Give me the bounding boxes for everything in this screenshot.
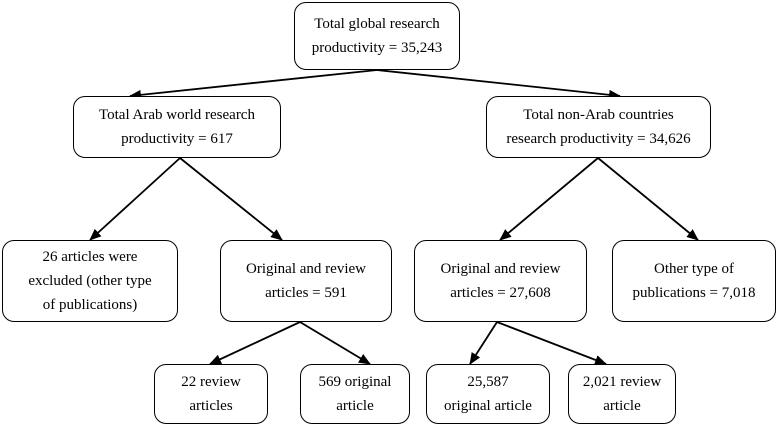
arrow-arab-to-arab_orig_review (179, 157, 283, 241)
node-line: Total Arab world research (99, 107, 255, 123)
node-nonarab-original-article: 25,587 original article (426, 364, 550, 424)
arrow-nonarab-to-nonarab_orig_review (499, 157, 599, 241)
node-line: of publications) (42, 297, 138, 313)
arrow-arab_orig_review-to-arab_original (299, 321, 371, 365)
node-line: Total non-Arab countries (523, 107, 674, 123)
node-arab-world: Total Arab world research productivity = … (73, 96, 281, 158)
node-arab-review-articles: 22 review articles (154, 364, 268, 424)
arrow-global-to-nonarab (376, 69, 621, 100)
node-line: article (603, 398, 641, 414)
node-line: original article (444, 398, 532, 414)
node-line: productivity = 35,243 (311, 40, 443, 56)
node-arab-original-review: Original and review articles = 591 (220, 240, 392, 322)
node-excluded-articles: 26 articles were excluded (other type of p… (2, 240, 178, 322)
node-line: articles = 27,608 (450, 285, 551, 301)
node-line: articles (189, 398, 233, 414)
node-line: 26 articles were (42, 249, 138, 265)
node-line: excluded (other type (28, 273, 152, 289)
node-non-arab: Total non-Arab countries research product… (486, 96, 711, 158)
node-line: 22 review (181, 374, 241, 390)
node-line: 25,587 (467, 374, 509, 390)
arrow-global-to-arab (129, 69, 378, 100)
arrow-arab-to-excluded (89, 157, 181, 241)
node-arab-original-article: 569 original article (300, 364, 410, 424)
node-line: Total global research (314, 16, 440, 32)
node-line: 569 original (318, 374, 392, 390)
node-line: research productivity = 34,626 (506, 131, 691, 147)
node-line: Original and review (440, 261, 561, 277)
arrow-nonarab-to-other_type (597, 157, 699, 241)
node-nonarab-review-article: 2,021 review article (568, 364, 676, 424)
node-other-type: Other type of publications = 7,018 (612, 240, 776, 322)
node-line: articles = 591 (265, 285, 347, 301)
node-line: article (336, 398, 374, 414)
node-total-global: Total global research productivity = 35,2… (294, 2, 460, 70)
arrow-arab_orig_review-to-arab_review (209, 321, 301, 365)
node-line: 2,021 review (582, 374, 662, 390)
node-line: Original and review (246, 261, 366, 277)
node-line: publications = 7,018 (632, 285, 756, 301)
node-nonarab-original-review: Original and review articles = 27,608 (414, 240, 587, 322)
arrow-nonarab_orig_review-to-nonarab_review (496, 321, 607, 365)
node-line: productivity = 617 (121, 131, 233, 147)
node-line: Other type of (654, 261, 734, 277)
arrow-nonarab_orig_review-to-nonarab_original (469, 321, 498, 365)
